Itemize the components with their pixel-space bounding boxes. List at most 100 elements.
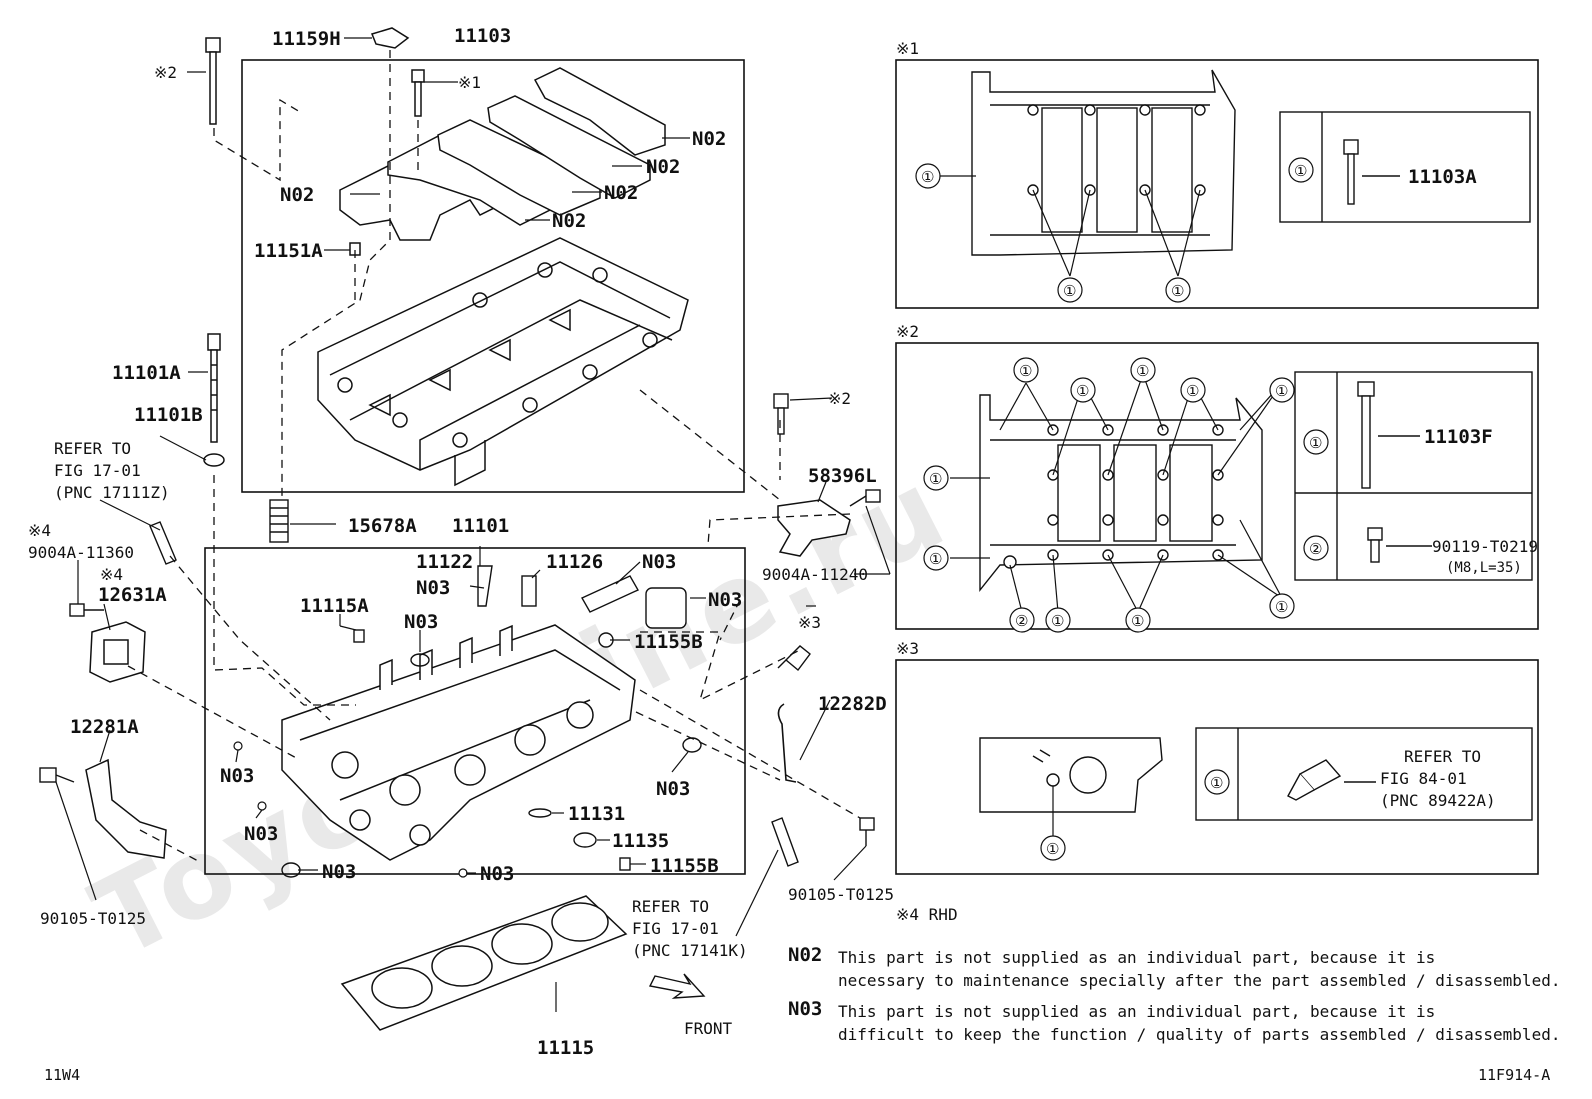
label-11131: 11131 — [568, 803, 625, 825]
note-n03-line1: This part is not supplied as an individu… — [838, 1002, 1436, 1021]
bolt-11101A — [207, 333, 221, 443]
table-detail-2 — [1294, 371, 1533, 581]
label-11155B-lower: 11155B — [650, 855, 719, 877]
frame-cam-housing — [241, 59, 745, 493]
assembly-dashed-lines — [127, 50, 861, 863]
part-11159H — [370, 27, 410, 49]
label-58396L: 58396L — [808, 465, 877, 487]
bolt-11103F — [1357, 381, 1420, 489]
callout-d2-left-a: ① — [929, 470, 942, 488]
label-11101: 11101 — [452, 515, 509, 537]
mark-4-rhd: ※4 RHD — [896, 905, 958, 924]
table-detail-1 — [1279, 111, 1531, 223]
note-code-n02: N02 — [788, 944, 823, 966]
plug-n03-b — [257, 801, 267, 811]
head-gasket-11115 — [340, 895, 628, 1031]
callout-d2-table-1: ① — [1309, 434, 1322, 452]
note-n02-line2: necessary to maintenance specially after… — [838, 971, 1561, 990]
mark-4-left: ※4 — [28, 521, 51, 540]
bracket-12281A — [85, 758, 167, 859]
label-12282D: 12282D — [818, 693, 887, 715]
detail-2-callouts — [923, 357, 1329, 633]
label-11126: 11126 — [546, 551, 603, 573]
label-90105-right: 90105-T0125 — [788, 885, 894, 904]
plug-n03-a — [233, 741, 243, 751]
label-12281A: 12281A — [70, 716, 139, 738]
label-11103F: 11103F — [1424, 426, 1493, 448]
label-11115A: 11115A — [300, 595, 369, 617]
callout-d1-table: ① — [1294, 162, 1307, 180]
refer-3-line1: REFER TO — [1404, 747, 1481, 766]
label-n03-bottom-a: N03 — [322, 861, 356, 883]
callout-d1-bottom-b: ① — [1171, 282, 1184, 300]
callout-d2-top-a: ① — [1019, 362, 1032, 380]
part-11126 — [521, 575, 537, 607]
label-11101A: 11101A — [112, 362, 181, 384]
callout-d3-table: ① — [1210, 774, 1223, 792]
label-n02-c: N02 — [604, 182, 638, 204]
refer-2-line2: FIG 17-01 — [632, 919, 719, 938]
cylinder-head-drawing — [281, 624, 636, 861]
label-11115: 11115 — [537, 1037, 594, 1059]
oring-n03-center — [410, 653, 430, 667]
plug-n03-c — [458, 868, 468, 878]
label-n03-left-a: N03 — [220, 765, 254, 787]
part-11155B-lower — [619, 857, 631, 871]
mark-4-bracket: ※4 — [100, 565, 123, 584]
label-90119-T0219: 90119-T0219 — [1432, 537, 1538, 556]
bracket-12282D — [777, 703, 797, 783]
label-n03-left-b: N03 — [244, 823, 278, 845]
sensor-mid-3 — [777, 645, 811, 672]
part-n03-cylinder — [581, 575, 639, 613]
part-11135 — [573, 832, 597, 848]
label-11155B-upper: 11155B — [634, 631, 703, 653]
detail-1-leaders — [940, 175, 1201, 277]
callout-d2-left-b: ① — [929, 550, 942, 568]
frame-detail-2 — [895, 342, 1539, 630]
part-11131 — [528, 808, 552, 818]
callout-d2-top-e: ① — [1275, 382, 1288, 400]
label-90105-left: 90105-T0125 — [40, 909, 146, 928]
label-11159H: 11159H — [272, 28, 341, 50]
frame-cylinder-head — [204, 547, 746, 875]
refer-3-line2: FIG 84-01 — [1380, 769, 1467, 788]
refer-3-line3: (PNC 89422A) — [1380, 791, 1496, 810]
mark-2-mid: ※2 — [828, 389, 851, 408]
label-n03-right: N03 — [656, 778, 690, 800]
part-11122 — [477, 565, 493, 607]
mark-3-mid: ※3 — [798, 613, 821, 632]
label-11103: 11103 — [454, 25, 511, 47]
label-11103A: 11103A — [1408, 166, 1477, 188]
callout-d3-bottom: ① — [1046, 840, 1059, 858]
washer-11101B — [203, 453, 225, 467]
bolt-11103A — [1343, 139, 1400, 205]
corner-code-left: 11W4 — [44, 1066, 81, 1084]
label-n02-a: N02 — [692, 128, 726, 150]
mark-3-frame: ※3 — [896, 639, 919, 658]
note-n03-line2: difficult to keep the function / quality… — [838, 1025, 1561, 1044]
note-code-n03: N03 — [788, 998, 823, 1020]
bracket-12631A — [89, 621, 146, 683]
label-11122: 11122 — [416, 551, 473, 573]
table-detail-3 — [1195, 727, 1533, 821]
label-n02-b: N02 — [646, 156, 680, 178]
stud-refer-17141K — [771, 817, 799, 867]
bolt-upper-center — [411, 69, 425, 117]
label-front: FRONT — [684, 1019, 733, 1038]
bolt-9004A-11240 — [849, 489, 881, 507]
label-n03-filter: N03 — [708, 589, 742, 611]
sensor-89422A — [1287, 759, 1376, 801]
mark-1-frame: ※1 — [896, 39, 919, 58]
label-9004A-11240: 9004A-11240 — [762, 565, 868, 584]
refer-2-line1: REFER TO — [632, 897, 709, 916]
callout-d1-left: ① — [921, 168, 934, 186]
detail-1-drawing — [971, 69, 1236, 256]
callout-d2-top-c: ① — [1136, 362, 1149, 380]
callout-d2-bottom-c: ① — [1275, 598, 1288, 616]
cam-housing-drawing — [317, 237, 689, 487]
bolt-90119-T0219 — [1367, 527, 1432, 563]
frame-detail-1 — [895, 59, 1539, 309]
label-11101B: 11101B — [134, 404, 203, 426]
detail-3-callouts — [1040, 769, 1230, 861]
label-9004A-11360: 9004A-11360 — [28, 543, 134, 562]
